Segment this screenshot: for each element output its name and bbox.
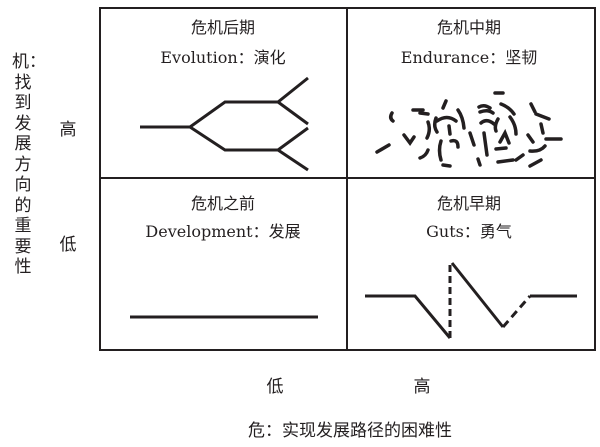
quadrant-bottom-left-title: 危机之前 (190, 194, 256, 213)
quadrant-top-left-title: 危机后期 (190, 18, 256, 37)
quadrant-bottom-right-subtitle: Guts：勇气 (426, 222, 512, 241)
quadrant-top-left-subtitle: Evolution：演化 (160, 48, 286, 67)
x-axis-label: 危：实现发展路径的困难性 (248, 421, 452, 441)
quadrant-top-right-title: 危机中期 (436, 18, 502, 37)
y-axis-low: 低 (59, 235, 77, 255)
quadrant-bottom-right-title: 危机早期 (436, 194, 502, 213)
x-axis-high: 高 (413, 377, 431, 397)
guts-zigzag-graphic (365, 262, 577, 339)
endurance-scribble-graphic (375, 91, 563, 168)
y-axis-high: 高 (59, 120, 77, 140)
quadrant-bottom-left-subtitle: Development：发展 (145, 222, 301, 241)
evolution-tree-graphic (140, 76, 309, 172)
x-axis-low: 低 (266, 377, 284, 397)
y-axis-label: 机：找到发展方向的重要性 (12, 52, 46, 277)
quadrant-top-right-subtitle: Endurance：坚韧 (400, 48, 538, 67)
